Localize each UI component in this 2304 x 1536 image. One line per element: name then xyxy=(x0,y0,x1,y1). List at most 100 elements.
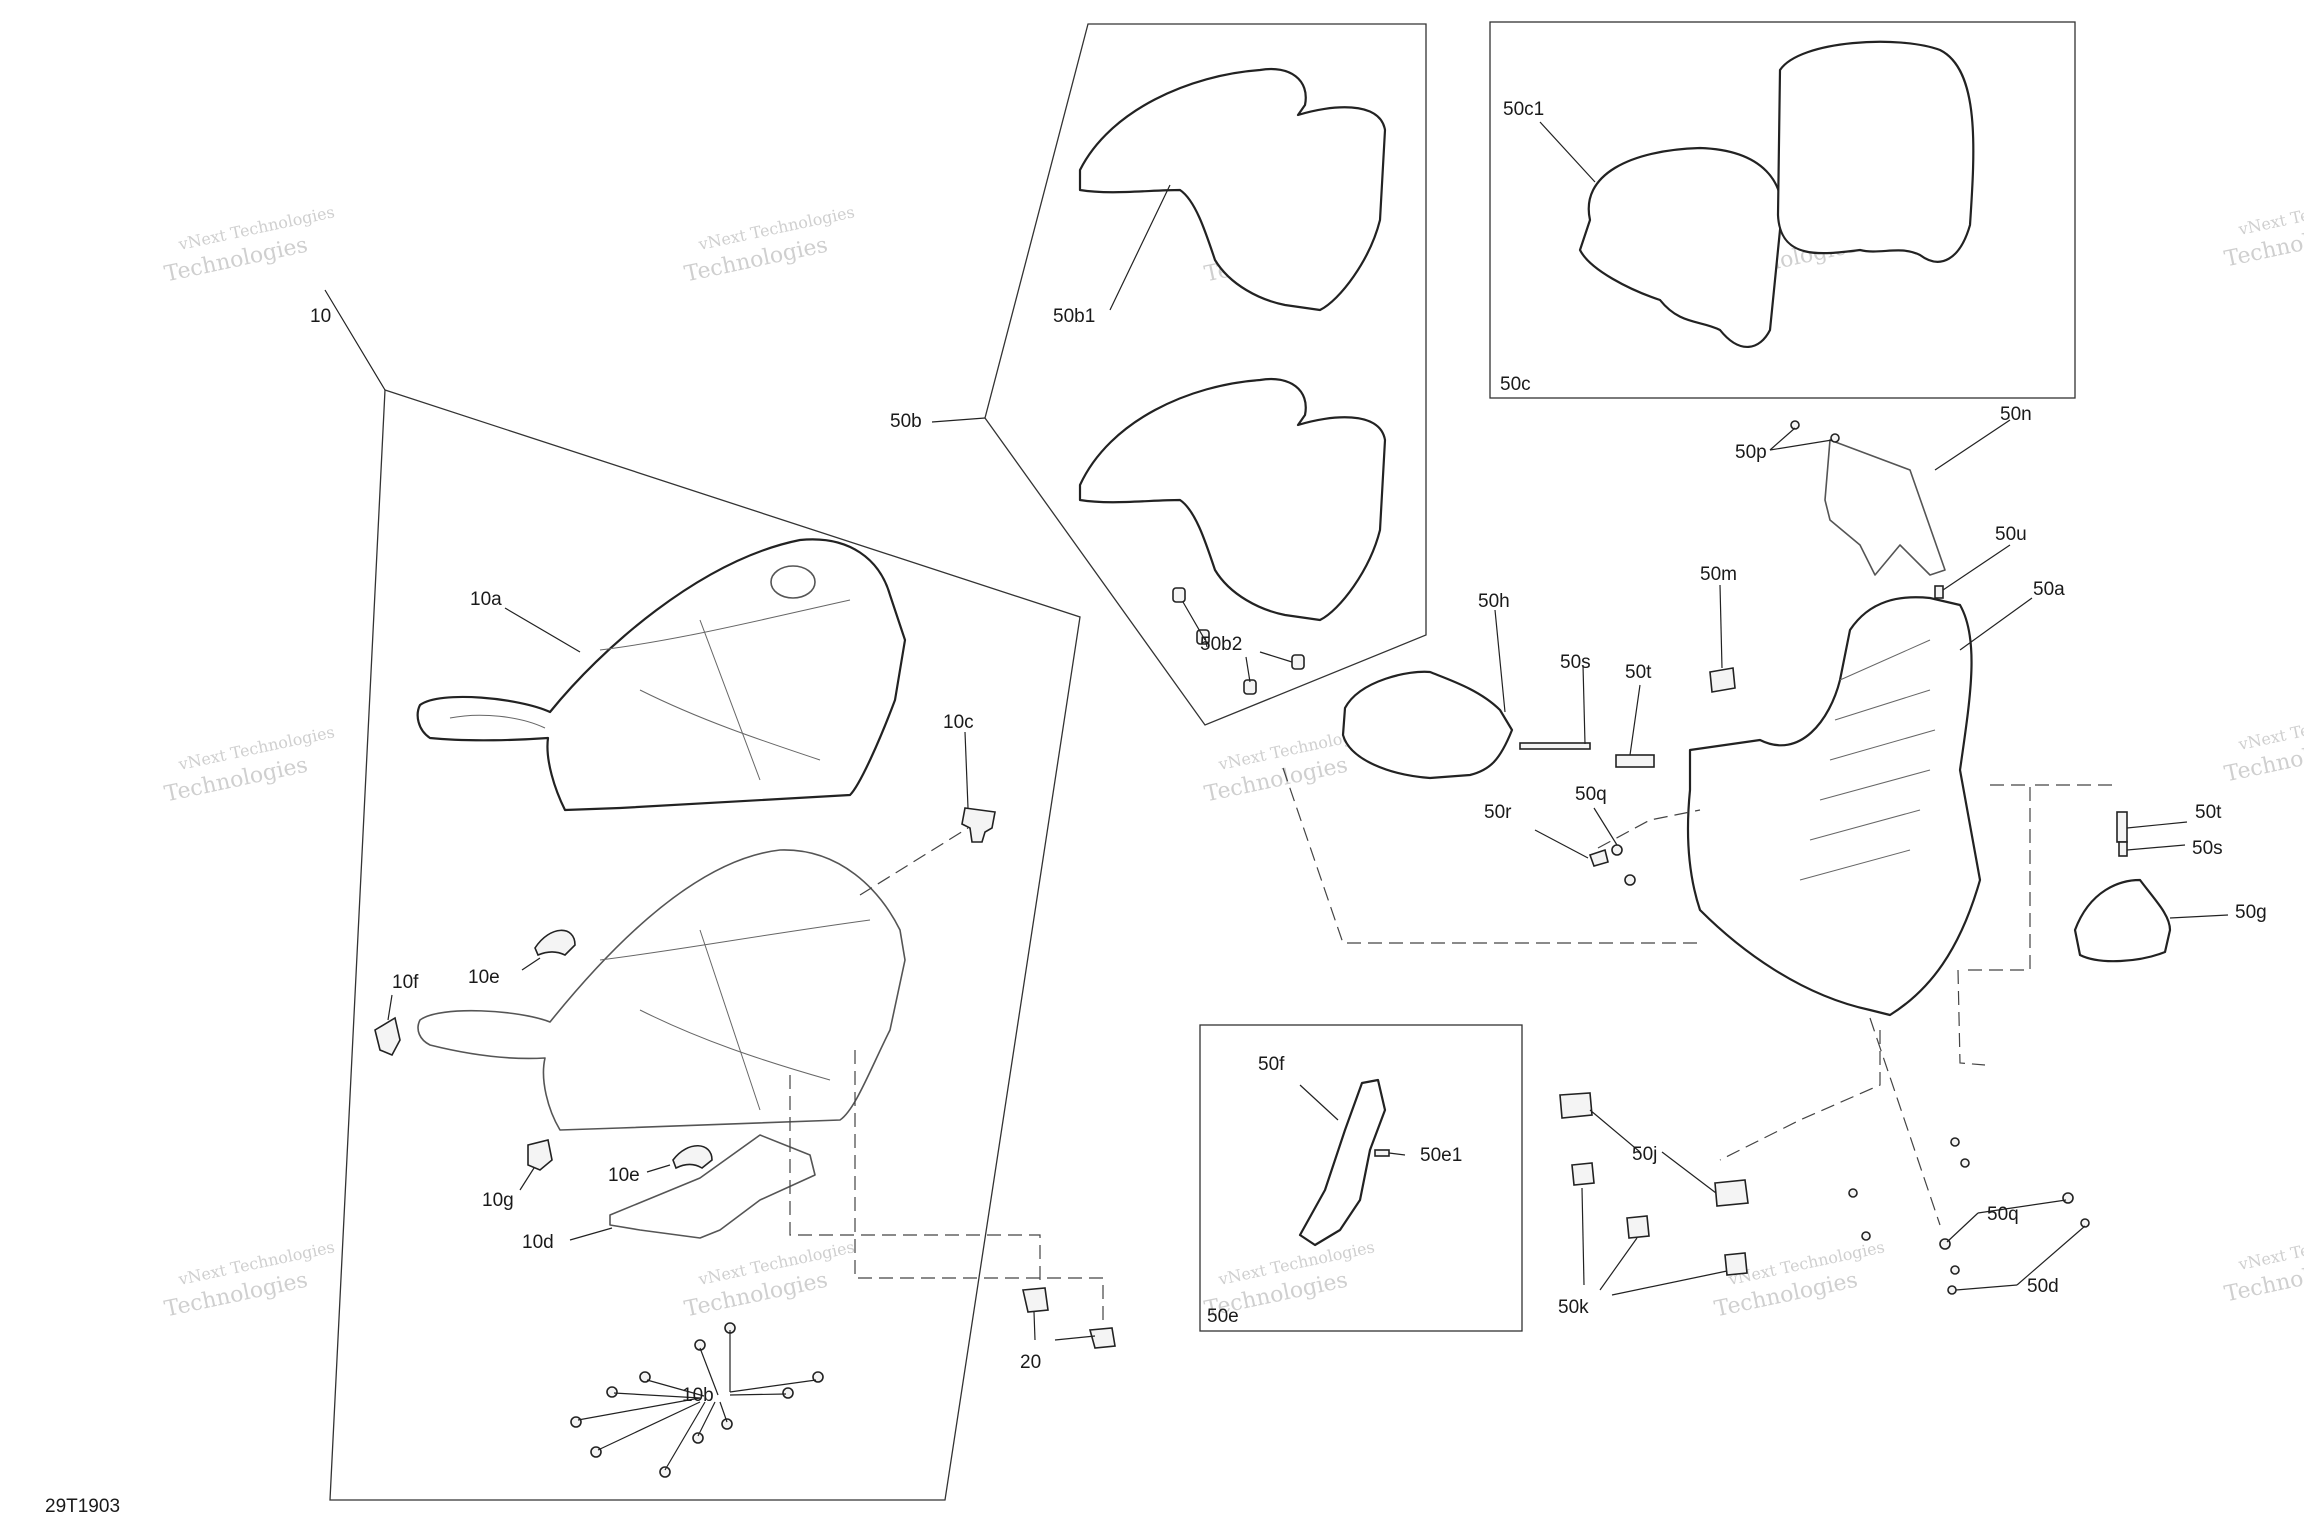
seat-cushion-10a xyxy=(416,538,907,812)
fastener xyxy=(570,1416,582,1428)
handle-50h xyxy=(1341,670,1514,780)
callout-50e1: 50e1 xyxy=(1420,1145,1462,1166)
frame-backrest-cushion-50b xyxy=(984,23,1427,726)
pad-10e-bottom xyxy=(672,1145,713,1170)
pad-10g xyxy=(527,1139,553,1171)
callout-50j: 50j xyxy=(1632,1144,1657,1165)
callout-10b: 10b xyxy=(682,1385,714,1406)
assembly-line xyxy=(1719,1030,1881,1161)
watermark: vNext Technologies Technologies xyxy=(682,1237,856,1322)
watermark-layer: vNext Technologies Technologies vNext Te… xyxy=(162,187,2304,1322)
assembly-line xyxy=(1957,969,1986,1066)
pad-10f xyxy=(374,1016,401,1057)
sleeve-50t-right xyxy=(2116,811,2128,843)
watermark: vNext Technologies Technologies xyxy=(2222,187,2304,272)
assembly-line xyxy=(859,827,969,896)
screw-50d xyxy=(1861,1231,1871,1241)
assembly-line xyxy=(1597,809,1701,849)
bumper-20-top xyxy=(1022,1287,1049,1313)
callout-50f: 50f xyxy=(1258,1054,1285,1075)
screw-50u xyxy=(1934,585,1944,599)
fastener-50p xyxy=(1790,420,1800,430)
backrest-pad-50c xyxy=(1776,40,1975,263)
frame-seat-assembly-10 xyxy=(329,389,1081,1501)
frame-support-50e xyxy=(1199,1024,1523,1332)
screw-50q xyxy=(1624,874,1636,886)
callout-50h: 50h xyxy=(1478,591,1510,612)
callout-10g: 10g xyxy=(482,1190,514,1211)
backrest-cushion-50b1-bottom xyxy=(1078,377,1387,622)
watermark: vNext Technologies Technologies xyxy=(162,202,336,287)
clip-50j-right xyxy=(1714,1179,1749,1207)
screw-50d xyxy=(1950,1265,1960,1275)
pin-50s xyxy=(1519,742,1591,750)
clip-50j-left xyxy=(1559,1092,1593,1119)
watermark-line1: vNext Technologies xyxy=(2236,187,2304,239)
bumper-50k xyxy=(1571,1162,1595,1186)
callout-10d: 10d xyxy=(522,1232,554,1253)
callout-50c1: 50c1 xyxy=(1503,99,1544,120)
callout-50b1: 50b1 xyxy=(1053,306,1095,327)
callout-50r: 50r xyxy=(1484,802,1512,823)
callout-50g: 50g xyxy=(2235,902,2267,923)
callout-50s-top: 50s xyxy=(1560,652,1591,673)
fastener xyxy=(721,1418,733,1430)
callout-10e-top: 10e xyxy=(468,967,500,988)
fastener xyxy=(639,1371,651,1383)
assembly-line xyxy=(1282,767,1700,944)
cover-50n xyxy=(1824,439,1946,576)
fastener xyxy=(606,1386,618,1398)
screw-50d xyxy=(1950,1137,1960,1147)
callout-50m: 50m xyxy=(1700,564,1737,585)
washer-50q xyxy=(1611,844,1623,856)
watermark: vNext Technologies Technologies xyxy=(682,202,856,287)
callout-50t-top: 50t xyxy=(1625,662,1652,683)
fastener xyxy=(590,1446,602,1458)
bumper-20-bottom xyxy=(1088,1327,1116,1349)
callout-50c: 50c xyxy=(1500,374,1531,395)
watermark: vNext Technologies Technologies xyxy=(1712,1237,1886,1322)
bumper-50k xyxy=(1626,1215,1650,1239)
callout-50q-bottom: 50q xyxy=(1987,1204,2019,1225)
sleeve-50t xyxy=(1615,754,1655,768)
pin-50s-right xyxy=(2118,841,2128,857)
callout-50b2: 50b2 xyxy=(1200,634,1242,655)
seat-frame-50a xyxy=(1686,596,1982,1017)
pad-10e-top xyxy=(534,929,576,957)
callout-50t-right: 50t xyxy=(2195,802,2222,823)
seat-base-10 xyxy=(417,849,906,1131)
fastener-50p xyxy=(1830,433,1840,443)
callout-20: 20 xyxy=(1020,1352,1041,1373)
screw-50d xyxy=(1848,1188,1858,1198)
assembly-line xyxy=(1869,1017,1941,1226)
fastener xyxy=(659,1466,671,1478)
document-id: 29T1903 xyxy=(45,1496,120,1517)
plug xyxy=(1243,679,1257,695)
assembly-line xyxy=(1962,784,2031,971)
callout-50a: 50a xyxy=(2033,579,2065,600)
clip-50m xyxy=(1709,667,1736,693)
leader-lines xyxy=(324,121,2229,1471)
washer-50q xyxy=(2062,1192,2074,1204)
callout-50u: 50u xyxy=(1995,524,2027,545)
fastener xyxy=(782,1387,794,1399)
callout-50d: 50d xyxy=(2027,1276,2059,1297)
plug xyxy=(1291,654,1305,670)
callout-50q-top: 50q xyxy=(1575,784,1607,805)
logo-emblem xyxy=(770,565,816,599)
callout-50s-right: 50s xyxy=(2192,838,2223,859)
plate-10d xyxy=(609,1134,816,1239)
callout-10c: 10c xyxy=(943,712,974,733)
screw-50r xyxy=(1588,848,1609,867)
callout-10f: 10f xyxy=(392,972,419,993)
assembly-line xyxy=(854,1050,1104,1325)
callout-50e: 50e xyxy=(1207,1306,1239,1327)
callout-50k: 50k xyxy=(1558,1297,1589,1318)
callout-50b: 50b xyxy=(890,411,922,432)
screw-50d xyxy=(2080,1218,2090,1228)
callout-50p: 50p xyxy=(1735,442,1767,463)
fastener xyxy=(694,1339,706,1351)
backrest-cushion-50b1-top xyxy=(1078,67,1387,312)
watermark: vNext Technologies Technologies xyxy=(2222,702,2304,787)
